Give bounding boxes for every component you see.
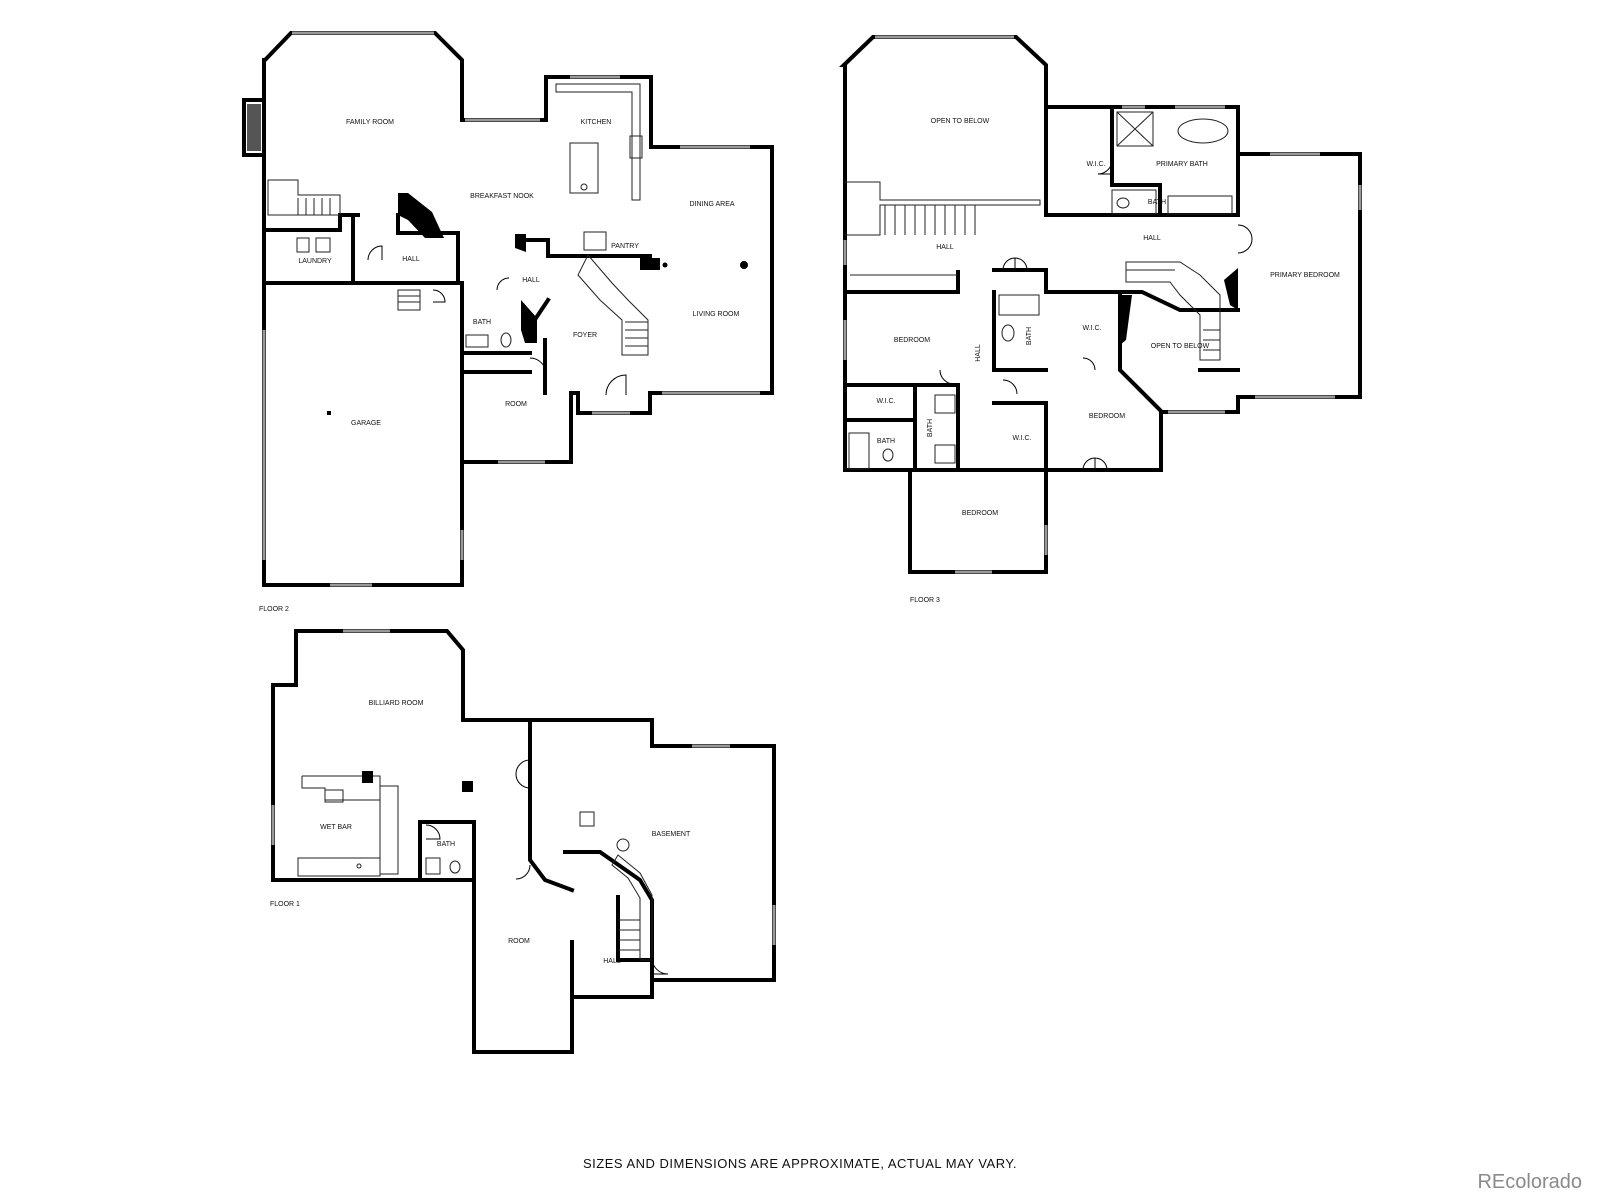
room-label-foyer: FOYER — [573, 332, 597, 339]
room-label-room: ROOM — [505, 401, 527, 408]
room-label-wet-bar: WET BAR — [320, 824, 352, 831]
room-label-bath-primary-wc: BATH — [1148, 199, 1166, 206]
room-label-hall-upper: HALL — [936, 244, 954, 251]
room-label-family-room: FAMILY ROOM — [346, 119, 394, 126]
floor-1-plan: BILLIARD ROOM WET BAR BATH BASEMENT ROOM… — [270, 629, 776, 1054]
room-label-wic-center: W.I.C. — [1082, 325, 1101, 332]
room-label-hall-upper-2: HALL — [1143, 235, 1161, 242]
room-label-breakfast-nook: BREAKFAST NOOK — [470, 193, 534, 200]
floor-3-plan: OPEN TO BELOW W.I.C. PRIMARY BATH BATH H… — [839, 35, 1362, 604]
disclaimer-text: SIZES AND DIMENSIONS ARE APPROXIMATE, AC… — [583, 1156, 1017, 1171]
room-label-open-to-below-2: OPEN TO BELOW — [1151, 343, 1210, 350]
room-label-wic-west: W.I.C. — [876, 398, 895, 405]
room-label-bath: BATH — [473, 319, 491, 326]
room-label-billiard-room: BILLIARD ROOM — [369, 700, 424, 707]
room-label-room-lower: ROOM — [508, 938, 530, 945]
room-label-hall-2: HALL — [522, 277, 540, 284]
room-label-bath-lower: BATH — [437, 841, 455, 848]
room-label-bath-center: BATH — [1026, 327, 1033, 345]
room-label-primary-bath: PRIMARY BATH — [1156, 161, 1208, 168]
room-label-laundry: LAUNDRY — [298, 258, 332, 265]
room-label-wic-primary: W.I.C. — [1086, 161, 1105, 168]
room-label-bath-west: BATH — [877, 438, 895, 445]
room-label-basement: BASEMENT — [652, 831, 691, 838]
brand-watermark: REcolorado — [1477, 1171, 1582, 1193]
floor-3-label: FLOOR 3 — [910, 597, 940, 604]
room-label-pantry: PANTRY — [611, 243, 639, 250]
room-label-bedroom-east: BEDROOM — [1089, 413, 1125, 420]
room-label-hall: HALL — [402, 256, 420, 263]
room-label-primary-bedroom: PRIMARY BEDROOM — [1270, 272, 1340, 279]
room-label-bath-south: BATH — [927, 419, 934, 437]
room-label-bedroom-west: BEDROOM — [894, 337, 930, 344]
room-label-open-to-below: OPEN TO BELOW — [931, 118, 990, 125]
room-label-hall-lower: HALL — [603, 958, 621, 965]
room-label-hall-vertical: HALL — [975, 344, 982, 362]
room-label-garage: GARAGE — [351, 420, 381, 427]
room-label-living-room: LIVING ROOM — [693, 311, 740, 318]
room-label-kitchen: KITCHEN — [581, 119, 612, 126]
floor-2-plan: FAMILY ROOM KITCHEN BREAKFAST NOOK DININ… — [242, 31, 774, 613]
room-label-wic-south: W.I.C. — [1012, 435, 1031, 442]
room-label-dining-area: DINING AREA — [689, 201, 734, 208]
floor-1-label: FLOOR 1 — [270, 901, 300, 908]
floor-2-label: FLOOR 2 — [259, 606, 289, 613]
room-label-bedroom-south: BEDROOM — [962, 510, 998, 517]
